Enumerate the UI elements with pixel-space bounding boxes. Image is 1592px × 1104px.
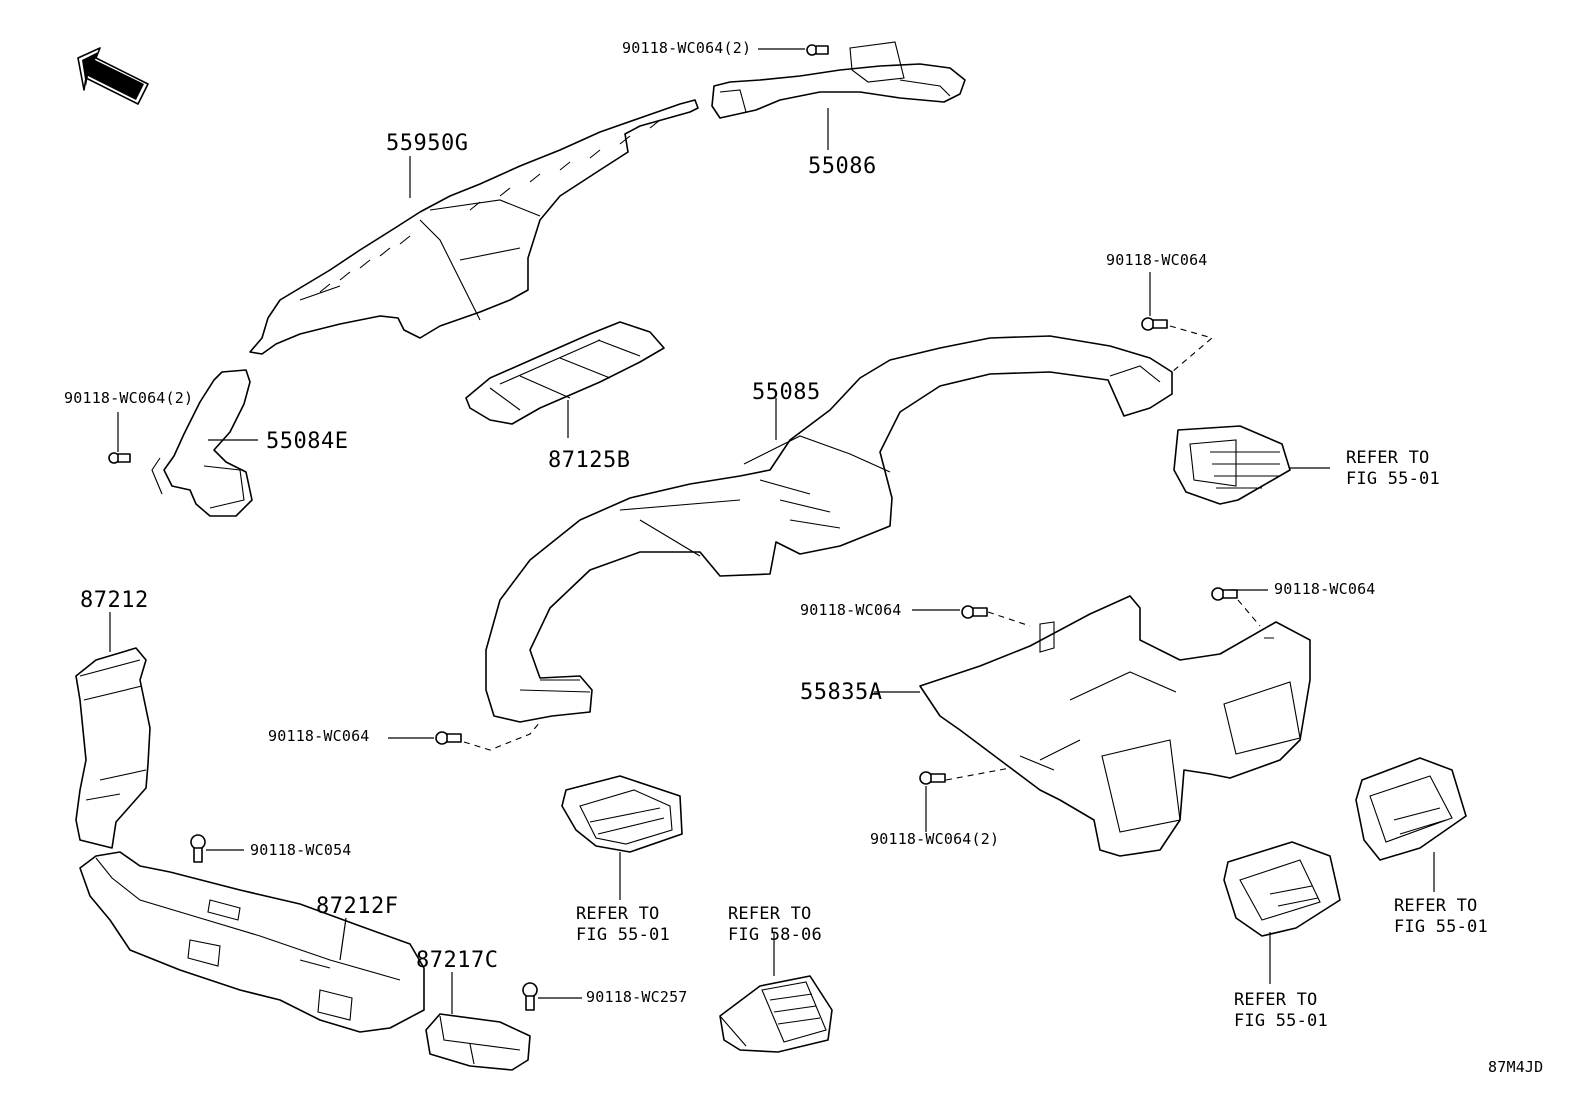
label-bolt-left: 90118-WC064(2) bbox=[64, 389, 194, 407]
bolt-icon bbox=[806, 44, 829, 56]
part-87125B bbox=[465, 321, 665, 438]
fwd-arrow-icon bbox=[77, 47, 149, 105]
duct-55086 bbox=[711, 41, 966, 150]
bolt-icon bbox=[522, 982, 538, 1011]
duct-87212 bbox=[75, 612, 151, 849]
label-55950G: 55950G bbox=[386, 131, 469, 156]
vent-right-top bbox=[1173, 425, 1330, 505]
label-bolt-top: 90118-WC064(2) bbox=[622, 39, 752, 57]
bolt-icon bbox=[1141, 317, 1168, 331]
duct-87212F bbox=[79, 834, 425, 1033]
label-87125B: 87125B bbox=[548, 448, 631, 473]
duct-55950G bbox=[249, 99, 699, 355]
label-55086: 55086 bbox=[808, 154, 877, 179]
label-55084E: 55084E bbox=[266, 429, 349, 454]
vent-right-low bbox=[1223, 841, 1341, 984]
diagram-code: 87M4JD bbox=[1488, 1058, 1544, 1076]
label-87212F: 87212F bbox=[316, 894, 399, 919]
label-bolt-mid-b: 90118-WC064 bbox=[1274, 580, 1376, 598]
grille-part bbox=[719, 932, 833, 1053]
label-87212: 87212 bbox=[80, 588, 149, 613]
part-87217C bbox=[425, 972, 582, 1071]
vent-right-mid bbox=[1355, 757, 1467, 892]
bolt-icon bbox=[190, 834, 206, 863]
vent-center bbox=[561, 775, 683, 900]
label-55085: 55085 bbox=[752, 380, 821, 405]
bolt-icon bbox=[961, 605, 988, 619]
label-bolt-right-top: 90118-WC064 bbox=[1106, 251, 1208, 269]
bolt-icon bbox=[919, 771, 946, 785]
label-bolt-low-left: 90118-WC064 bbox=[268, 727, 370, 745]
bolt-icon bbox=[435, 731, 462, 745]
duct-55085 bbox=[485, 272, 1214, 723]
label-bolt-low-center: 90118-WC064(2) bbox=[870, 830, 1000, 848]
duct-55084E bbox=[108, 369, 258, 517]
label-87217C: 87217C bbox=[416, 948, 499, 973]
label-bolt-mid-a: 90118-WC064 bbox=[800, 601, 902, 619]
bolt-icon bbox=[108, 452, 131, 464]
label-bolt-wc257: 90118-WC257 bbox=[586, 988, 688, 1006]
label-bolt-wc054: 90118-WC054 bbox=[250, 841, 352, 859]
duct-55835A bbox=[874, 587, 1311, 857]
label-55835A: 55835A bbox=[800, 680, 883, 705]
